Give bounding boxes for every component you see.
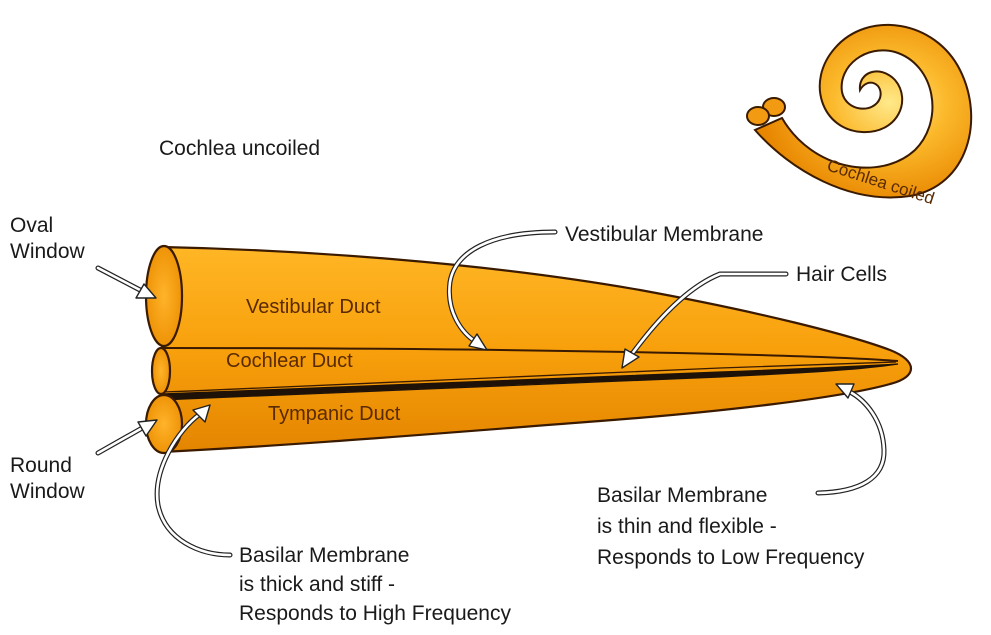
oval-window-line-2: Window: [10, 240, 86, 263]
cochlear-duct-end: [152, 348, 170, 394]
basilar-base-line-3: Responds to High Frequency: [239, 602, 511, 625]
round-window-label: Round Window: [10, 454, 86, 503]
vestibular-membrane-label: Vestibular Membrane: [565, 223, 763, 246]
oval-window-label: Oval Window: [10, 214, 86, 263]
coil-end-lower: [747, 107, 769, 125]
basilar-base-label: Basilar Membrane is thick and stiff - Re…: [239, 544, 511, 625]
oval-window-line-1: Oval: [10, 214, 53, 237]
round-window-line-2: Window: [10, 480, 86, 503]
tympanic-duct-label: Tympanic Duct: [268, 403, 401, 425]
coiled-cochlea: Cochlea coiled: [747, 25, 971, 208]
basilar-base-line-2: is thick and stiff -: [239, 573, 395, 596]
basilar-apex-arrow: [818, 384, 884, 493]
hair-cells-label: Hair Cells: [796, 263, 887, 286]
basilar-apex-label: Basilar Membrane is thin and flexible - …: [597, 484, 865, 569]
basilar-base-line-1: Basilar Membrane: [239, 544, 409, 567]
round-window-line-1: Round: [10, 454, 72, 477]
basilar-apex-line-3: Responds to Low Frequency: [597, 546, 865, 569]
uncoiled-title: Cochlea uncoiled: [159, 137, 320, 160]
basilar-apex-line-1: Basilar Membrane: [597, 484, 767, 507]
cochlear-duct-label: Cochlear Duct: [226, 350, 353, 372]
vestibular-duct-label: Vestibular Duct: [246, 296, 381, 318]
basilar-apex-line-2: is thin and flexible -: [597, 515, 777, 538]
